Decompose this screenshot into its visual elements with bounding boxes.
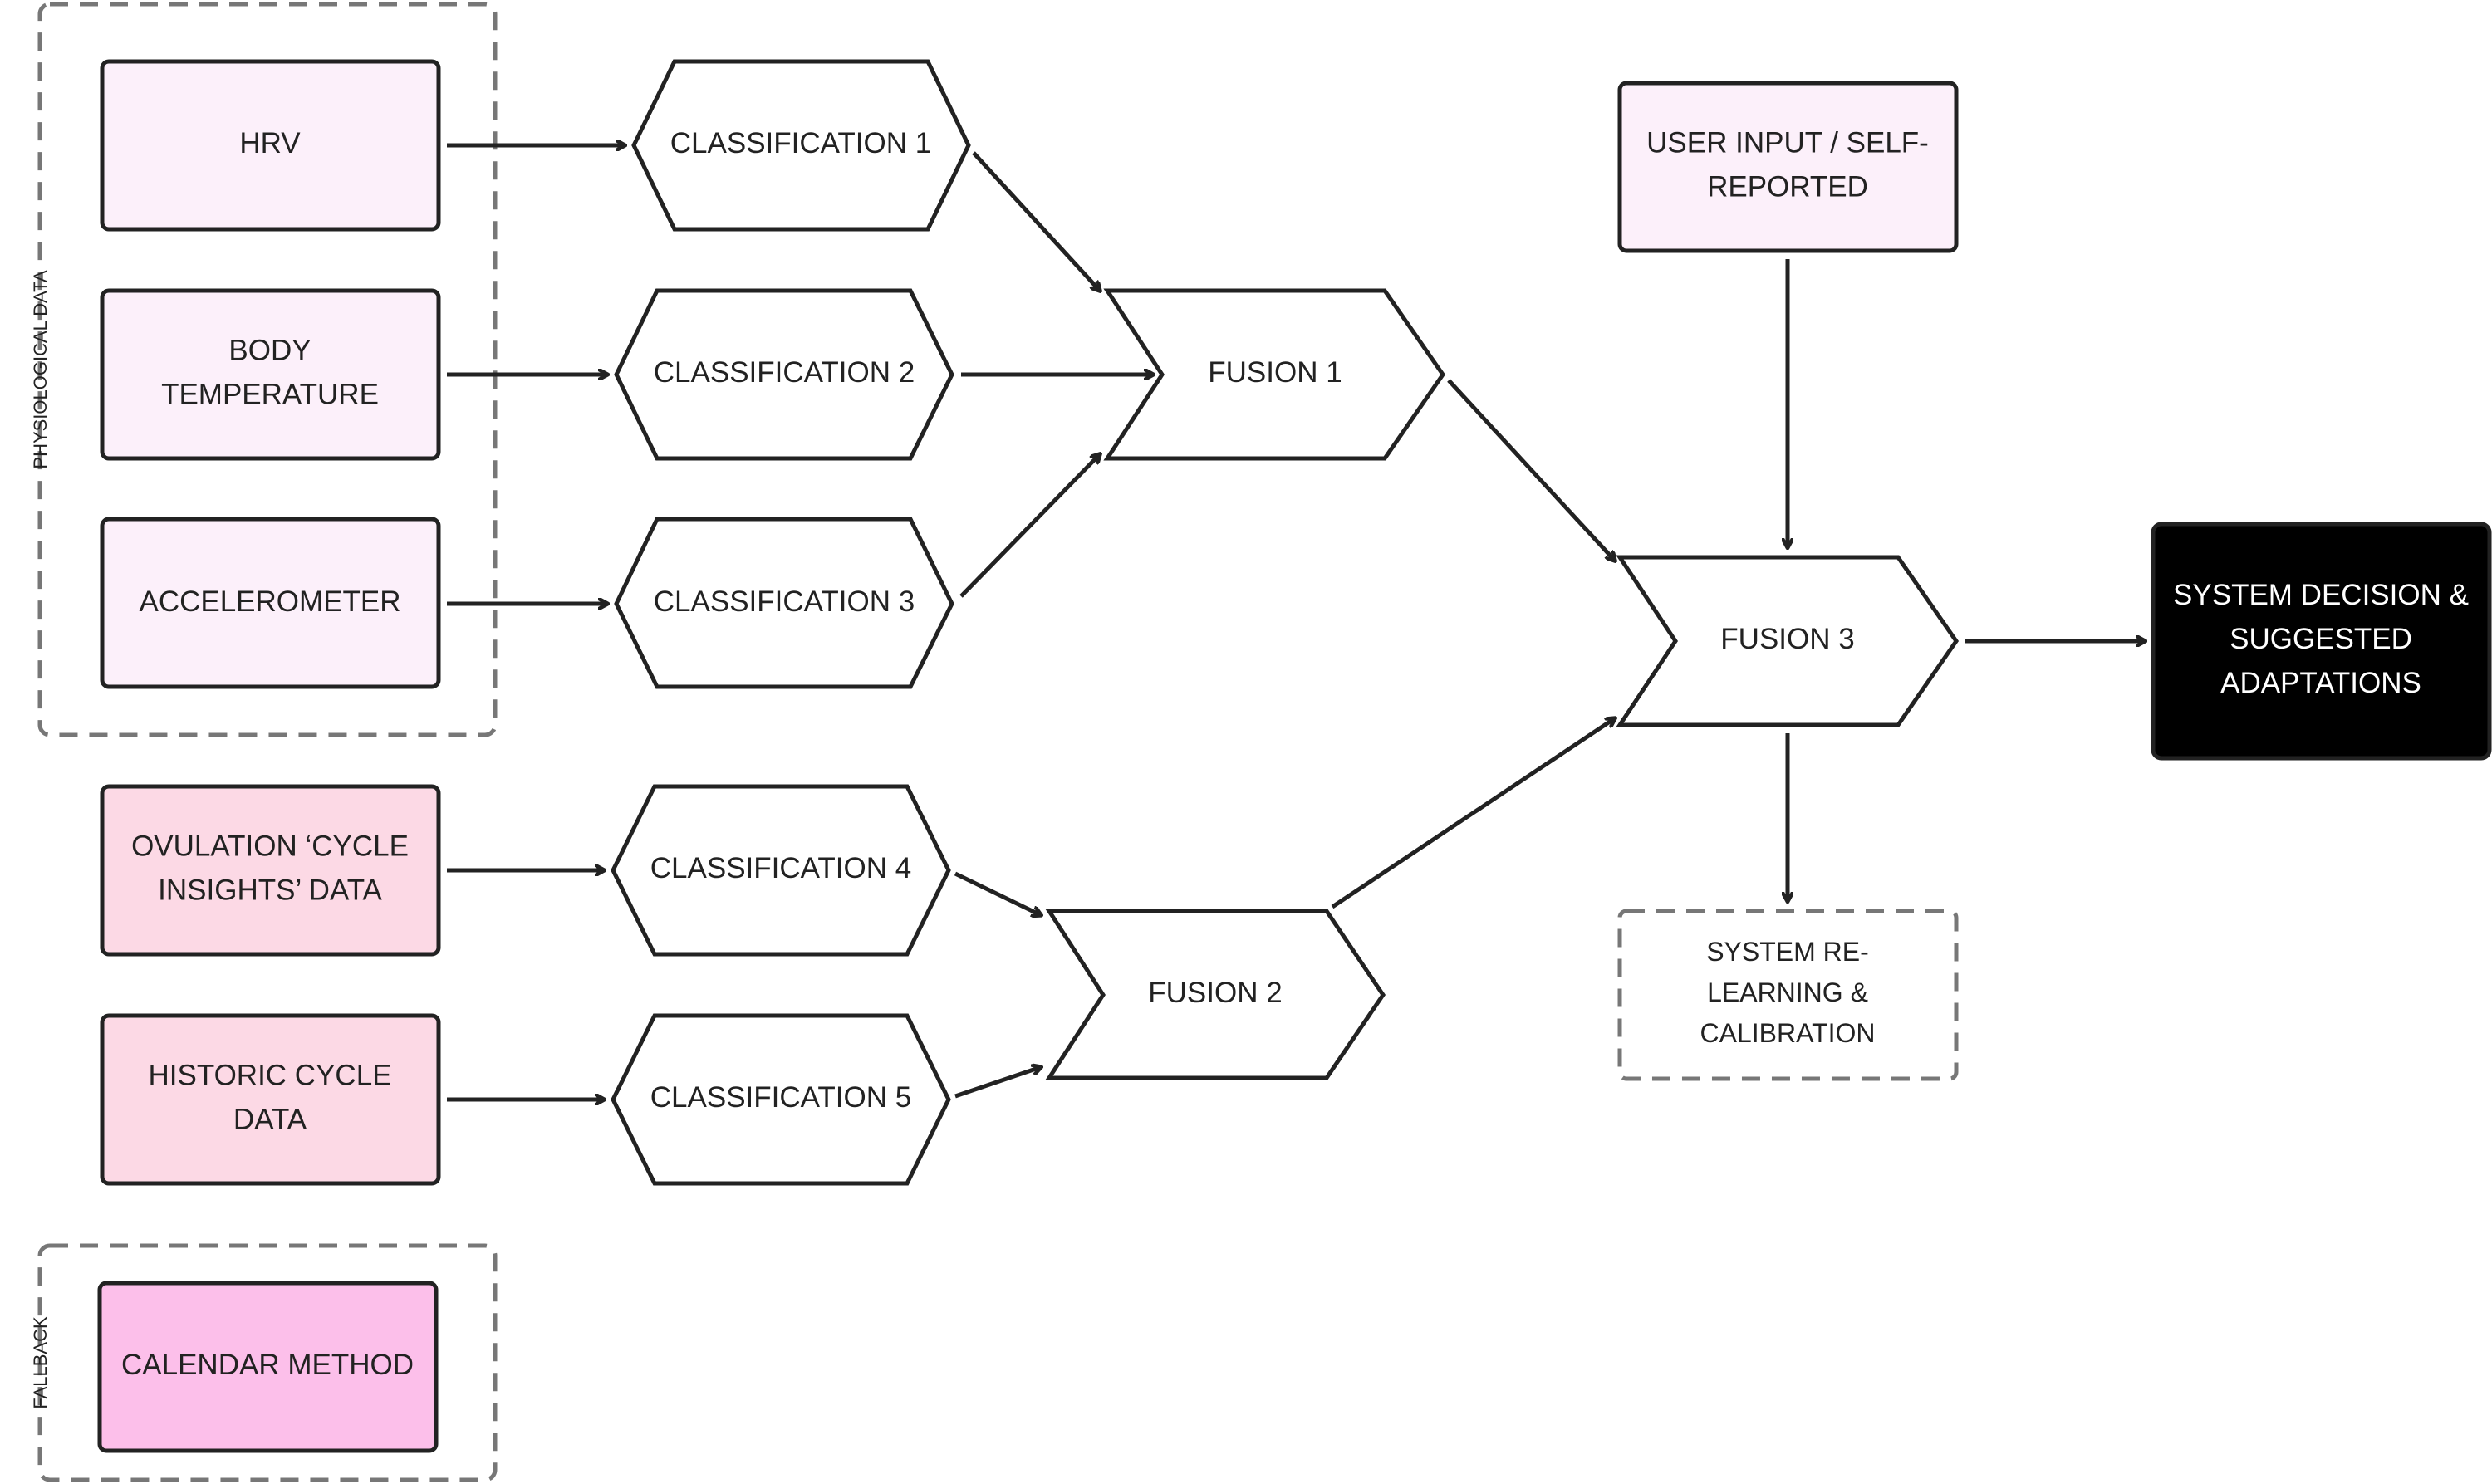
physiological-data-group: [37, 2, 498, 737]
accelerometer-box-shape: [100, 517, 441, 689]
fusion-3: FUSION 3: [1616, 555, 1960, 727]
fusion-3-shape: [1616, 555, 1960, 727]
classification-2-shape: [614, 288, 954, 461]
label-line: ADAPTATIONS: [2220, 667, 2421, 699]
arrow-fusion-2-to-fusion-3: [1331, 718, 1615, 909]
label-line: ACCELEROMETER: [139, 585, 400, 618]
historic-cycle-box-shape: [100, 1013, 441, 1186]
label-line: DATA: [233, 1104, 307, 1136]
calendar-method-label: CALENDAR METHOD: [121, 1349, 414, 1381]
system-relearning-box-shape: [1617, 909, 1959, 1081]
body-temperature-box-shape: [100, 288, 441, 461]
label-line: CALENDAR METHOD: [121, 1349, 414, 1381]
fusion-2: FUSION 2: [1045, 909, 1386, 1080]
label-line: USER INPUT / SELF-: [1646, 127, 1929, 159]
label-line: OVULATION ‘CYCLE: [131, 830, 409, 863]
classification-1: CLASSIFICATION 1: [631, 59, 971, 232]
system-decision-label: SYSTEM DECISION & SUGGESTED ADAPTATIONS: [2173, 579, 2469, 699]
label-line: FUSION 3: [1720, 623, 1854, 655]
classification-5-label: CLASSIFICATION 5: [650, 1081, 911, 1114]
classification-2-label: CLASSIFICATION 2: [654, 356, 915, 389]
label-line: FUSION 2: [1148, 977, 1282, 1009]
fusion-1-shape: [1103, 288, 1446, 461]
label-line: LEARNING &: [1707, 977, 1868, 1007]
classification-1-label: CLASSIFICATION 1: [670, 127, 931, 159]
fallback-group: [37, 1243, 498, 1482]
fusion-3-label: FUSION 3: [1720, 623, 1854, 655]
arrow-fusion-1-to-fusion-3: [1447, 379, 1615, 561]
label-line: HRV: [239, 127, 301, 159]
label-line: CLASSIFICATION 1: [670, 127, 931, 159]
label-line: CLASSIFICATION 5: [650, 1081, 911, 1114]
label-line: SYSTEM DECISION &: [2173, 579, 2469, 611]
body-temperature-label: BODY TEMPERATURE: [161, 335, 379, 411]
accelerometer-box: ACCELEROMETER: [100, 517, 441, 689]
arrow-classification-5-to-fusion-2: [954, 1067, 1041, 1099]
classification-5-shape: [611, 1013, 951, 1186]
system-relearning-box: SYSTEM RE- LEARNING & CALIBRATION: [1617, 909, 1959, 1081]
label-line: FUSION 1: [1208, 356, 1342, 389]
ovulation-box: OVULATION ‘CYCLE INSIGHTS’ DATA: [100, 784, 441, 957]
fusion-1-label: FUSION 1: [1208, 356, 1342, 389]
fusion-2-shape: [1045, 909, 1386, 1080]
arrow-classification-3-to-fusion-1: [959, 454, 1100, 598]
user-input-box: USER INPUT / SELF- REPORTED: [1617, 81, 1959, 253]
connector-arrows: [447, 145, 2145, 1100]
label-line: CLASSIFICATION 2: [654, 356, 915, 389]
system-decision-box-shape: [2151, 522, 2492, 761]
calendar-method-box: CALENDAR METHOD: [97, 1281, 439, 1453]
fusion-1: FUSION 1: [1103, 288, 1446, 461]
classification-5: CLASSIFICATION 5: [611, 1013, 951, 1186]
classification-3-label: CLASSIFICATION 3: [654, 585, 915, 618]
classification-4: CLASSIFICATION 4: [611, 784, 951, 957]
arrow-classification-1-to-fusion-1: [972, 151, 1100, 291]
classification-4-label: CLASSIFICATION 4: [650, 852, 911, 884]
label-line: CALIBRATION: [1700, 1018, 1876, 1048]
classification-3-shape: [614, 517, 954, 689]
hrv-label: HRV: [239, 127, 301, 159]
ovulation-label: OVULATION ‘CYCLE INSIGHTS’ DATA: [131, 830, 409, 907]
label-line: BODY: [228, 335, 311, 367]
accelerometer-label: ACCELEROMETER: [139, 585, 400, 618]
label-line: HISTORIC CYCLE: [148, 1060, 391, 1092]
label-line: INSIGHTS’ DATA: [158, 874, 382, 907]
classification-2: CLASSIFICATION 2: [614, 288, 954, 461]
label-line: CLASSIFICATION 4: [650, 852, 911, 884]
classification-1-shape: [631, 59, 971, 232]
ovulation-box-shape: [100, 784, 441, 957]
body-temperature-box: BODY TEMPERATURE: [100, 288, 441, 461]
user-input-box-shape: [1617, 81, 1959, 253]
hrv-box-shape: [100, 59, 441, 232]
historic-cycle-box: HISTORIC CYCLE DATA: [100, 1013, 441, 1186]
label-line: REPORTED: [1707, 171, 1868, 203]
physiological-data-label: PHYSIOLOGICAL DATA: [30, 270, 51, 469]
classification-4-shape: [611, 784, 951, 957]
fallback-label: FALLBACK: [30, 1316, 51, 1409]
label-line: CLASSIFICATION 3: [654, 585, 915, 618]
classification-3: CLASSIFICATION 3: [614, 517, 954, 689]
fusion-2-label: FUSION 2: [1148, 977, 1282, 1009]
label-line: SYSTEM RE-: [1706, 937, 1869, 967]
system-relearning-label: SYSTEM RE- LEARNING & CALIBRATION: [1700, 937, 1876, 1048]
system-decision-box: SYSTEM DECISION & SUGGESTED ADAPTATIONS: [2151, 522, 2492, 761]
label-line: TEMPERATURE: [161, 379, 379, 411]
calendar-method-box-shape: [97, 1281, 439, 1453]
historic-cycle-label: HISTORIC CYCLE DATA: [148, 1060, 391, 1136]
label-line: SUGGESTED: [2230, 623, 2412, 655]
user-input-label: USER INPUT / SELF- REPORTED: [1646, 127, 1929, 203]
hrv-box: HRV: [100, 59, 441, 232]
arrow-classification-4-to-fusion-2: [954, 871, 1041, 915]
